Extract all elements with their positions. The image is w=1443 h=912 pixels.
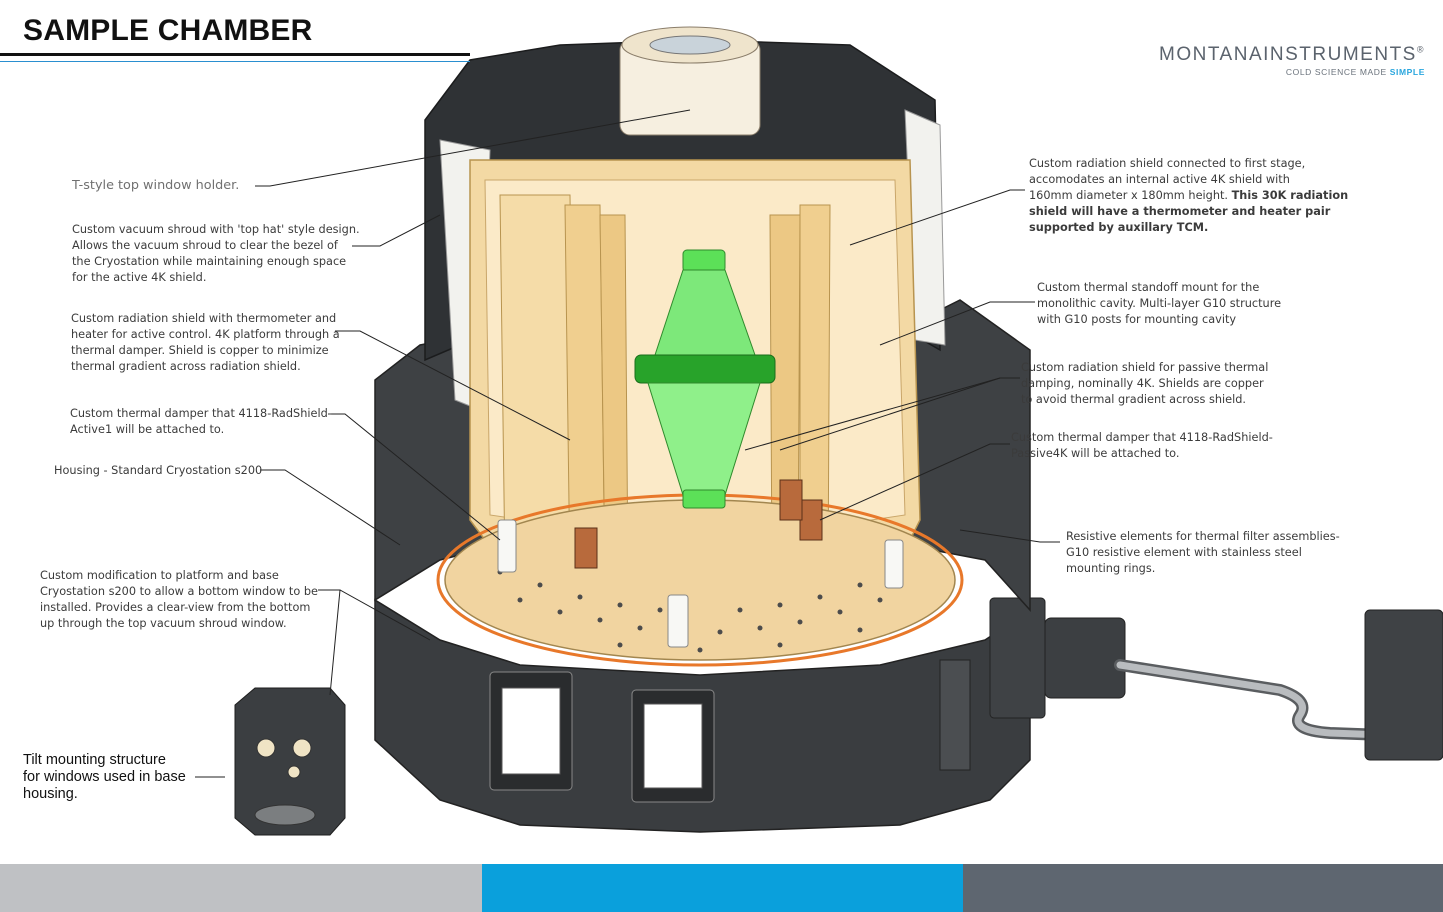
note-housing: Housing - Standard Cryostation s200 [54, 464, 263, 477]
cable [1114, 659, 1391, 741]
leader-lines [195, 109, 1060, 778]
note-vacuum-shroud: Custom vacuum shroud with 'top hat' styl… [72, 223, 360, 284]
note-top-window: T-style top window holder. [72, 178, 240, 193]
footer-bar-right [963, 864, 1443, 912]
footer-bar-left [0, 864, 482, 912]
optical-platform [444, 499, 956, 661]
note-damper-passive: Custom thermal damper that 4118-RadShiel… [1011, 431, 1273, 460]
note-shield-30k: Custom radiation shield connected to fir… [1029, 157, 1349, 234]
footer-bar-middle [482, 864, 963, 912]
platform-holes [497, 569, 903, 653]
note-resistive: Resistive elements for thermal filter as… [1066, 530, 1340, 575]
note-damper-active: Custom thermal damper that 4118-RadShiel… [70, 407, 332, 436]
connector-left [989, 597, 1046, 719]
title-accent-line [0, 61, 470, 62]
note-passive-shield: Custom radiation shield for passive ther… [1021, 361, 1269, 406]
company-logo: MONTANAINSTRUMENTS® COLD SCIENCE MADE SI… [1159, 44, 1425, 77]
thermal-damper [574, 527, 598, 569]
note-platform-mod: Custom modification to platform and base… [40, 569, 318, 630]
note-active-shield: Custom radiation shield with thermometer… [71, 312, 340, 373]
tilt-mount-render [234, 687, 346, 836]
title-underline [0, 53, 470, 56]
side-port [939, 659, 971, 771]
page-title: SAMPLE CHAMBER [23, 14, 313, 47]
connector-right [1364, 609, 1443, 761]
